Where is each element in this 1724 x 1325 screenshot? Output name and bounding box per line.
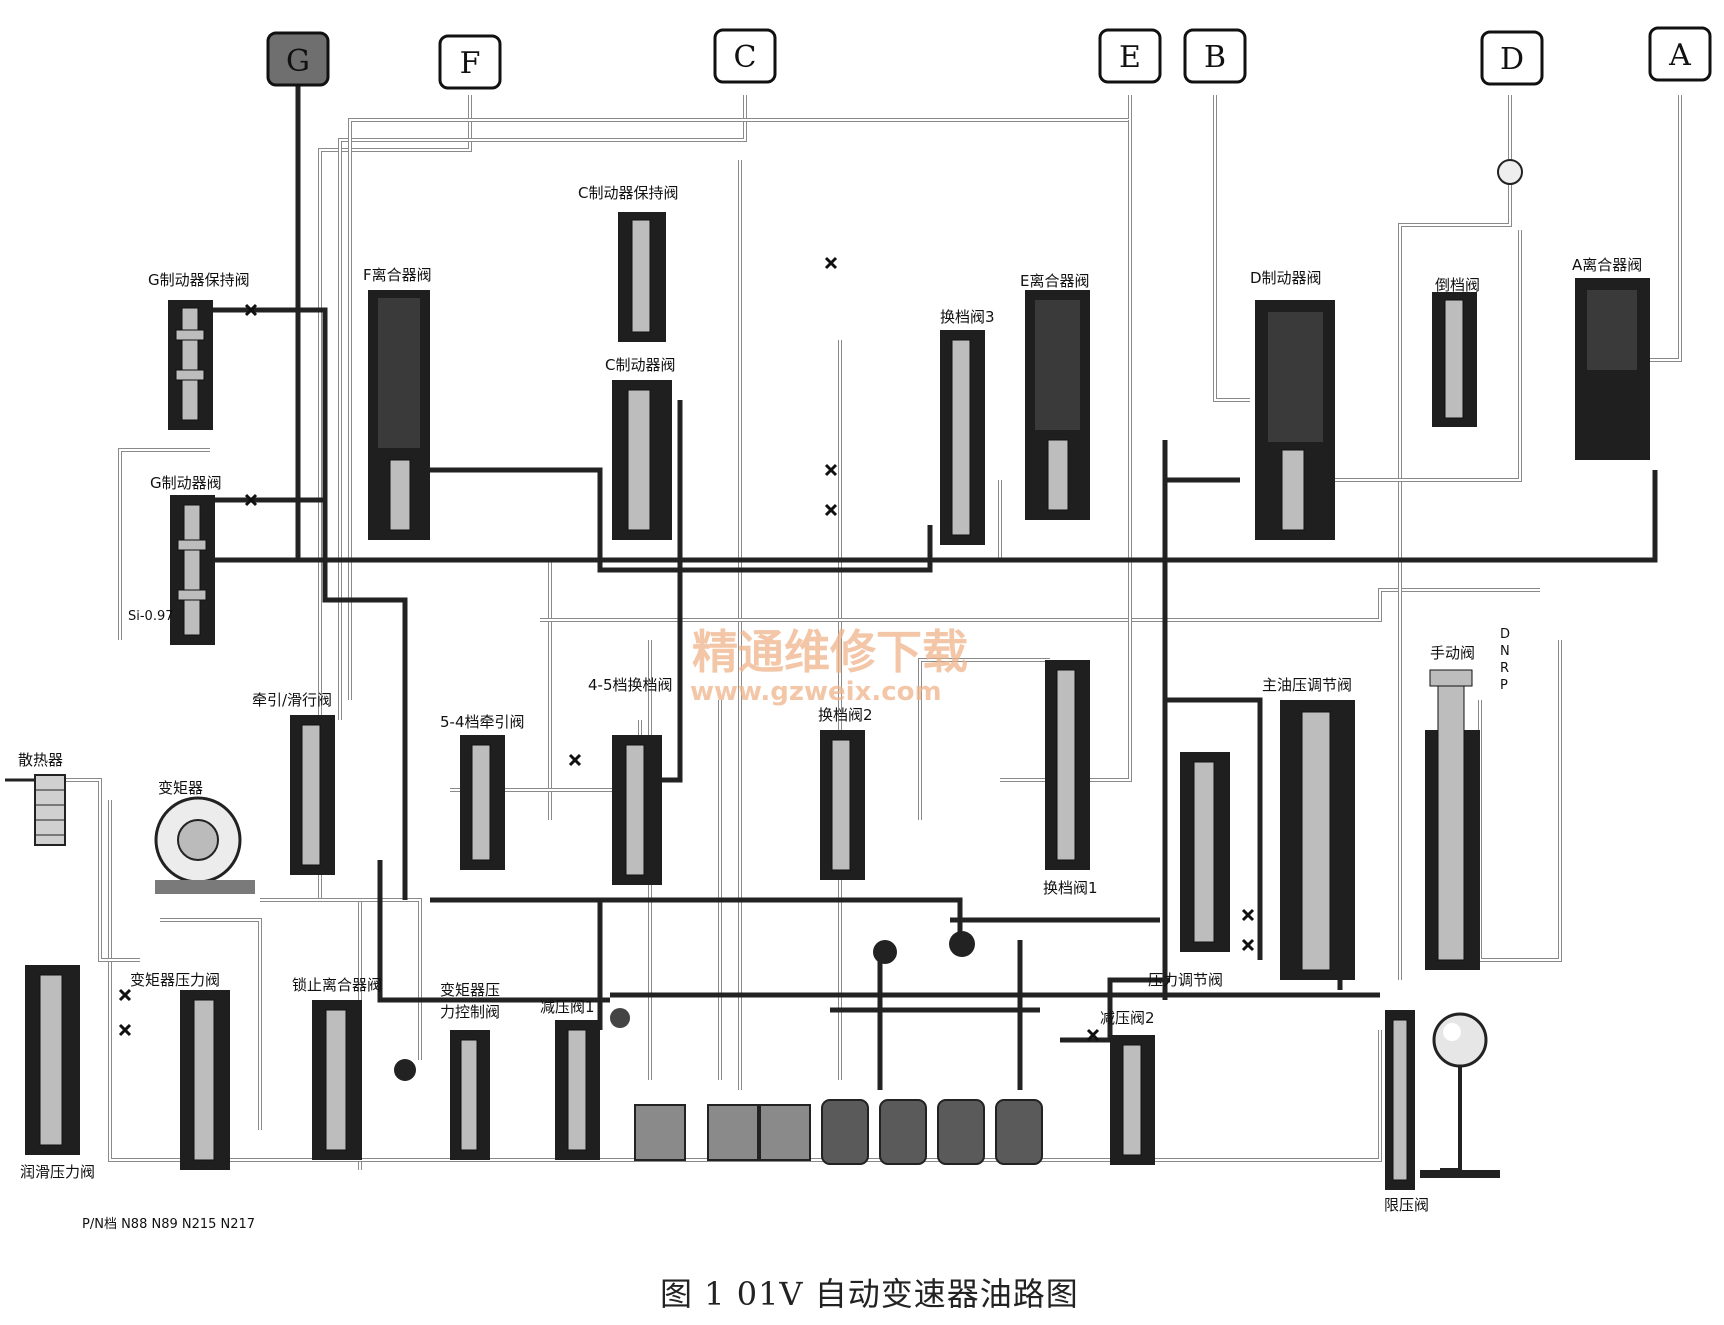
- circuit-box-d: D: [1480, 30, 1544, 86]
- label-traction-coast: 牵引/滑行阀: [252, 691, 332, 709]
- valve-f-clutch: [368, 290, 430, 540]
- manual-pos-r: R: [1500, 661, 1509, 676]
- valve-e-clutch: [1025, 290, 1090, 520]
- pipes-thin: [60, 95, 1682, 1170]
- label-a-clutch: A离合器阀: [1572, 256, 1642, 274]
- circuit-box-b: B: [1183, 28, 1247, 84]
- circuit-box-g: G: [266, 31, 330, 87]
- label-f-clutch: F离合器阀: [363, 266, 432, 284]
- manual-pos-n: N: [1500, 644, 1510, 659]
- valve-labels: G制动器保持阀 G制动器阀 F离合器阀 C制动器保持阀 C制动器阀 换档阀3 E…: [18, 184, 1642, 1214]
- label-limit: 限压阀: [1384, 1196, 1429, 1214]
- label-reverse: 倒档阀: [1435, 276, 1480, 294]
- footnote: P/N档 N88 N89 N215 N217: [82, 1217, 255, 1232]
- cooler: [5, 774, 66, 846]
- label-shift-1: 换档阀1: [1043, 879, 1098, 897]
- valve-lube-pressure: [25, 965, 80, 1155]
- valve-reducer-2: [1110, 1035, 1155, 1165]
- valve-d-brake: [1255, 300, 1335, 540]
- label-main-pressure: 主油压调节阀: [1262, 676, 1352, 694]
- label-e-clutch: E离合器阀: [1020, 272, 1089, 290]
- label-lube-pressure: 润滑压力阀: [20, 1163, 95, 1181]
- manual-pos-d: D: [1500, 627, 1510, 642]
- label-g-brake: G制动器阀: [150, 474, 222, 492]
- circuit-box-f: F: [438, 34, 502, 90]
- circuit-box-d-label: D: [1500, 42, 1524, 77]
- valve-reducer-1: [555, 1020, 600, 1160]
- valve-c-brake-hold: [618, 212, 666, 342]
- manual-pos-p: P: [1500, 678, 1508, 693]
- circuit-box-e-label: E: [1119, 40, 1141, 75]
- circuit-box-f-label: F: [460, 46, 481, 81]
- watermark-line2: www.gzweix.com: [690, 677, 942, 707]
- valve-manual: [1425, 669, 1480, 970]
- circuit-box-b-label: B: [1204, 40, 1226, 75]
- circuit-box-e: E: [1098, 28, 1162, 84]
- si-mark: Si-0.97: [128, 609, 174, 624]
- circuit-box-g-label: G: [286, 44, 310, 79]
- watermark: 精通维修下载 www.gzweix.com: [690, 625, 968, 707]
- valve-limit: [1385, 1010, 1415, 1190]
- accumulators: [394, 159, 1523, 1081]
- label-shift-45: 4-5档换档阀: [588, 676, 673, 694]
- pipes-thick: [210, 85, 1658, 1090]
- label-torque-converter: 变矩器: [158, 779, 203, 797]
- valve-shift-3: [940, 330, 985, 545]
- label-shift-3: 换档阀3: [940, 308, 995, 326]
- label-c-brake-hold: C制动器保持阀: [578, 184, 678, 202]
- label-tc-pressure-ctrl-2: 力控制阀: [440, 1003, 500, 1021]
- circuit-box-a: A: [1648, 26, 1712, 82]
- valve-g-brake: [170, 495, 215, 645]
- pump-dial: [1420, 1012, 1500, 1178]
- label-g-brake-hold: G制动器保持阀: [148, 271, 250, 289]
- manual-positions: D N R P: [1500, 627, 1510, 693]
- label-d-brake: D制动器阀: [1250, 269, 1322, 287]
- restrictor-marks: [118, 256, 1255, 1042]
- label-shift-2: 换档阀2: [818, 706, 873, 724]
- label-manual: 手动阀: [1430, 644, 1475, 662]
- valve-lockup-clutch: [312, 1000, 362, 1160]
- valve-tc-pressure-ctrl: [450, 1030, 490, 1160]
- valve-shift-45: [612, 735, 662, 885]
- label-c-brake: C制动器阀: [605, 356, 675, 374]
- circuit-box-a-label: A: [1668, 38, 1691, 73]
- circuit-box-c-label: C: [734, 40, 757, 75]
- valve-traction-54: [460, 735, 505, 870]
- label-tc-pressure-ctrl-1: 变矩器压: [440, 981, 500, 999]
- label-traction-54: 5-4档牵引阀: [440, 713, 525, 731]
- valve-tc-pressure: [180, 990, 230, 1170]
- valve-pressure-reg: [1180, 752, 1230, 952]
- label-lockup-clutch: 锁止离合器阀: [292, 976, 382, 994]
- valve-main-pressure: [1280, 700, 1355, 980]
- valve-c-brake: [612, 380, 672, 540]
- valve-reverse: [1432, 292, 1477, 427]
- valve-g-brake-hold: [168, 300, 213, 430]
- label-reducer-2: 减压阀2: [1100, 1009, 1155, 1027]
- valve-shift-1: [1045, 660, 1090, 870]
- figure-caption: 图 1 01V 自动变速器油路图: [660, 1275, 1079, 1313]
- valve-shift-2: [820, 730, 865, 880]
- label-reducer-1: 减压阀1: [540, 998, 595, 1016]
- valve-traction-coast: [290, 715, 335, 875]
- solenoid-row: [634, 1099, 1043, 1165]
- torque-converter: [154, 796, 255, 894]
- watermark-line1: 精通维修下载: [692, 625, 968, 679]
- label-pressure-reg: 压力调节阀: [1148, 971, 1223, 989]
- label-cooler: 散热器: [18, 751, 63, 769]
- circuit-box-c: C: [713, 28, 777, 84]
- label-tc-pressure: 变矩器压力阀: [130, 971, 220, 989]
- valve-a-clutch: [1575, 278, 1650, 460]
